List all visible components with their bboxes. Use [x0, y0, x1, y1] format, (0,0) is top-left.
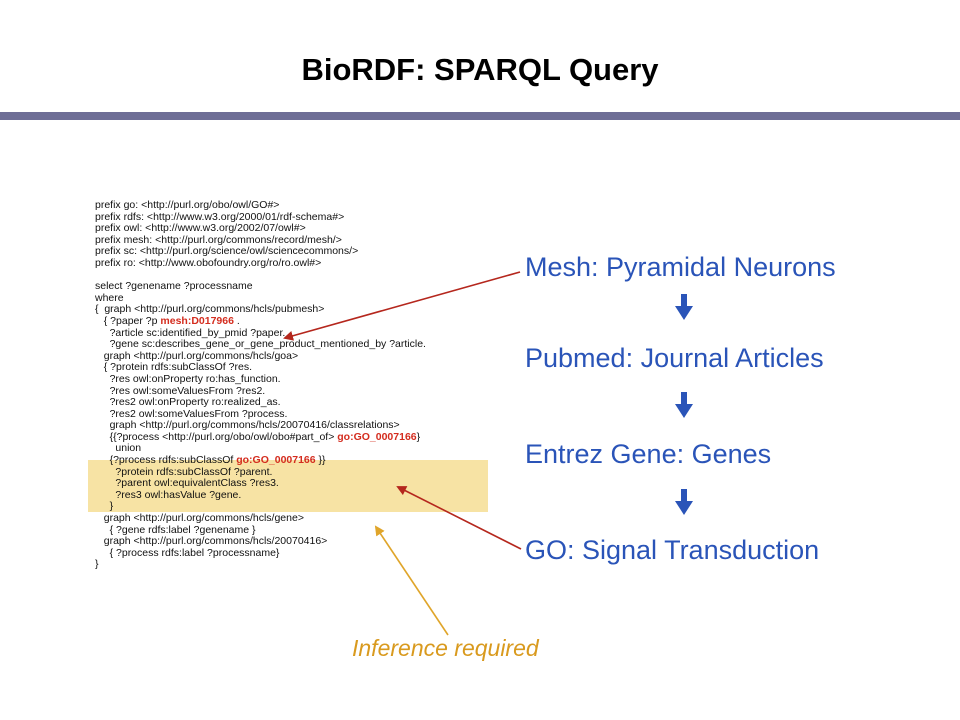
tail-line: } — [95, 558, 99, 571]
goa-line: ?res owl:someValuesFrom ?res2. — [95, 384, 266, 397]
goa-line: ?res2 owl:onProperty ro:realized_as. — [95, 396, 281, 409]
flow-item-pubmed: Pubmed: Journal Articles — [525, 343, 824, 373]
union-line: union — [95, 442, 142, 455]
after-line: ?parent owl:equivalentClass ?res3. — [95, 477, 279, 490]
tail-line: { ?process rdfs:label ?processname} — [95, 546, 280, 559]
prefix-line: prefix ro: <http://www.obofoundry.org/ro… — [95, 256, 322, 269]
flow-item-mesh: Mesh: Pyramidal Neurons — [525, 252, 836, 282]
goa-line: ?res owl:onProperty ro:has_function. — [95, 372, 281, 385]
prefix-line: prefix go: <http://purl.org/obo/owl/GO#> — [95, 199, 280, 211]
prefix-line: prefix rdfs: <http://www.w3.org/2000/01/… — [95, 210, 345, 223]
subclass-line-suffix: }} — [315, 454, 326, 467]
go-term: go:GO_0007166 — [236, 454, 316, 467]
gene-line: ?gene sc:describes_gene_or_gene_product_… — [95, 338, 426, 351]
down-arrow-icon — [675, 489, 693, 515]
paper-line-suffix: . — [233, 314, 240, 327]
select-line: select ?genename ?processname — [95, 280, 253, 293]
goa-line: { ?protein rdfs:subClassOf ?res. — [95, 361, 252, 374]
pointer-arrow-go — [396, 486, 522, 550]
graph-classrelations-line: graph <http://purl.org/commons/hcls/2007… — [95, 419, 400, 432]
tail-line: { ?gene rdfs:label ?genename } — [95, 523, 256, 536]
after-line: ?res3 owl:hasValue ?gene. — [95, 488, 242, 501]
prefix-line: prefix mesh: <http://purl.org/commons/re… — [95, 233, 342, 246]
down-arrow-icon — [675, 392, 693, 418]
mesh-term: mesh:D017966 — [160, 314, 234, 327]
part-of-line-suffix: } — [416, 430, 421, 443]
prefix-line: prefix owl: <http://www.w3.org/2002/07/o… — [95, 222, 306, 235]
title-divider — [0, 112, 960, 120]
highlight-band — [88, 460, 488, 512]
after-line: } — [95, 500, 114, 513]
go-term: go:GO_0007166 — [337, 430, 417, 443]
slide-title: BioRDF: SPARQL Query — [301, 52, 659, 87]
down-arrow-icon — [675, 294, 693, 320]
tail-line: graph <http://purl.org/commons/hcls/2007… — [95, 535, 328, 548]
article-line: ?article sc:identified_by_pmid ?paper. — [95, 326, 286, 339]
where-line: where — [95, 291, 124, 304]
pointer-arrow-inference — [374, 525, 449, 636]
paper-line-prefix: { ?paper ?p — [95, 314, 161, 327]
graph-goa-line: graph <http://purl.org/commons/hcls/goa> — [95, 349, 299, 362]
prefix-line: prefix sc: <http://purl.org/science/owl/… — [95, 245, 359, 258]
sparql-figure: prefix go: <http://purl.org/obo/owl/GO#>… — [80, 180, 920, 680]
pointer-arrow-mesh — [283, 271, 521, 341]
sparql-query: prefix go: <http://purl.org/obo/owl/GO#>… — [95, 199, 426, 571]
goa-line: ?res2 owl:someValuesFrom ?process. — [95, 407, 288, 420]
flow-item-go: GO: Signal Transduction — [525, 535, 820, 565]
after-line: ?protein rdfs:subClassOf ?parent. — [95, 465, 273, 478]
subclass-line-prefix: {?process rdfs:subClassOf — [95, 454, 237, 467]
graph-pubmesh-line: { graph <http://purl.org/commons/hcls/pu… — [95, 303, 325, 316]
tail-line: graph <http://purl.org/commons/hcls/gene… — [95, 512, 304, 525]
part-of-line-prefix: {{?process <http://purl.org/obo/owl/obo#… — [95, 430, 338, 443]
annotation-overlay — [283, 271, 693, 636]
inference-label: Inference required — [352, 635, 539, 661]
flow-item-entrez: Entrez Gene: Genes — [525, 439, 772, 469]
